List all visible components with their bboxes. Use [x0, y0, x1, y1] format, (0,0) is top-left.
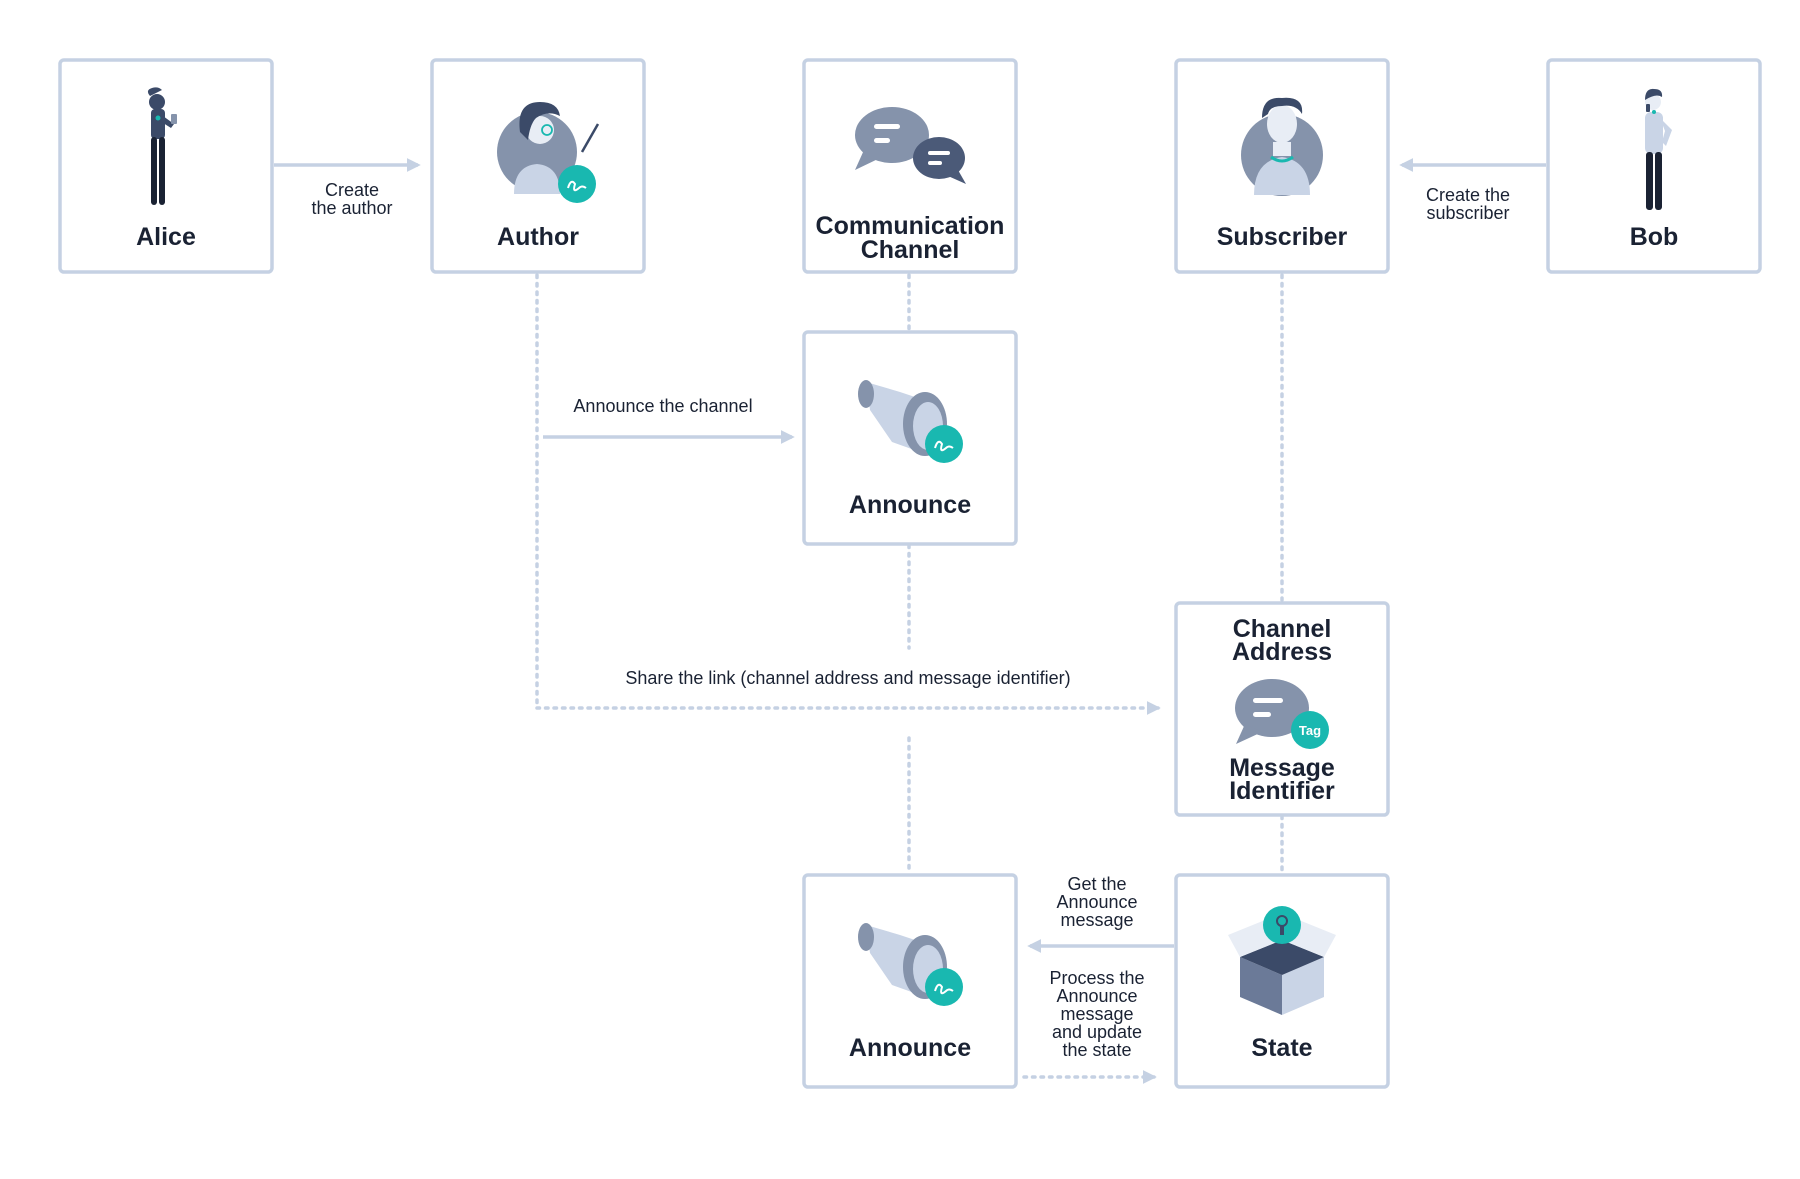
- edge-label-get-announce-2: Announce: [1056, 892, 1137, 912]
- node-author: Author: [430, 58, 646, 274]
- node-label-line1: Channel: [1233, 615, 1332, 643]
- node-announce-top: Announce: [802, 330, 1018, 546]
- node-label: Announce: [849, 491, 971, 519]
- edge-label-create-author-1: Create: [325, 180, 379, 200]
- megaphone-icon: [858, 923, 963, 1006]
- node-alice: Alice: [58, 58, 274, 274]
- edge-label-get-announce-3: message: [1060, 910, 1133, 930]
- node-label: State: [1251, 1034, 1312, 1062]
- edge-label-announce-channel: Announce the channel: [573, 396, 752, 416]
- node-label: Announce: [849, 1034, 971, 1062]
- author-avatar-icon: [497, 102, 600, 203]
- message-tag-icon: Tag: [1235, 679, 1329, 749]
- tag-badge-text: Tag: [1299, 723, 1321, 738]
- node-channel-address: Channel Address Tag Message Identifier: [1174, 601, 1390, 817]
- woman-with-phone-icon: [147, 87, 177, 205]
- edge-label-create-author-2: the author: [311, 198, 392, 218]
- subscriber-avatar-icon: [1241, 97, 1323, 196]
- edge-label-create-subscriber-2: subscriber: [1426, 203, 1509, 223]
- node-subscriber: Subscriber: [1174, 58, 1390, 274]
- node-label-line4: Identifier: [1229, 777, 1335, 805]
- node-bob: Bob: [1546, 58, 1762, 274]
- node-label: Bob: [1630, 223, 1679, 251]
- node-label-line2: Channel: [861, 236, 960, 264]
- edge-label-process-3: message: [1060, 1004, 1133, 1024]
- connectors: [274, 158, 1546, 1084]
- node-label-line1: Communication: [816, 212, 1005, 240]
- node-label: Author: [497, 223, 579, 251]
- edge-label-process-5: the state: [1062, 1040, 1131, 1060]
- edge-label-process-4: and update: [1052, 1022, 1142, 1042]
- edge-label-process-1: Process the: [1049, 968, 1144, 988]
- node-label: Subscriber: [1217, 223, 1348, 251]
- edge-label-create-subscriber-1: Create the: [1426, 185, 1510, 205]
- node-box: [58, 58, 274, 274]
- edge-label-process-2: Announce: [1056, 986, 1137, 1006]
- man-with-phone-icon: [1645, 88, 1672, 210]
- node-box: [1546, 58, 1762, 274]
- edge-labels: Create the author Create the subscriber …: [311, 180, 1510, 1060]
- chat-bubbles-icon: [855, 107, 966, 184]
- node-label-line3: Message: [1229, 754, 1335, 782]
- node-label-line2: Address: [1232, 638, 1332, 666]
- edge-label-share-link: Share the link (channel address and mess…: [625, 668, 1070, 688]
- node-state: State: [1174, 873, 1390, 1089]
- node-announce-bottom: Announce: [802, 873, 1018, 1089]
- node-label: Alice: [136, 223, 196, 251]
- edge-label-get-announce-1: Get the: [1067, 874, 1126, 894]
- node-communication-channel: Communication Channel: [802, 58, 1018, 274]
- megaphone-icon: [858, 380, 963, 463]
- node-box: [802, 58, 1018, 274]
- open-box-lock-icon: [1228, 906, 1336, 1015]
